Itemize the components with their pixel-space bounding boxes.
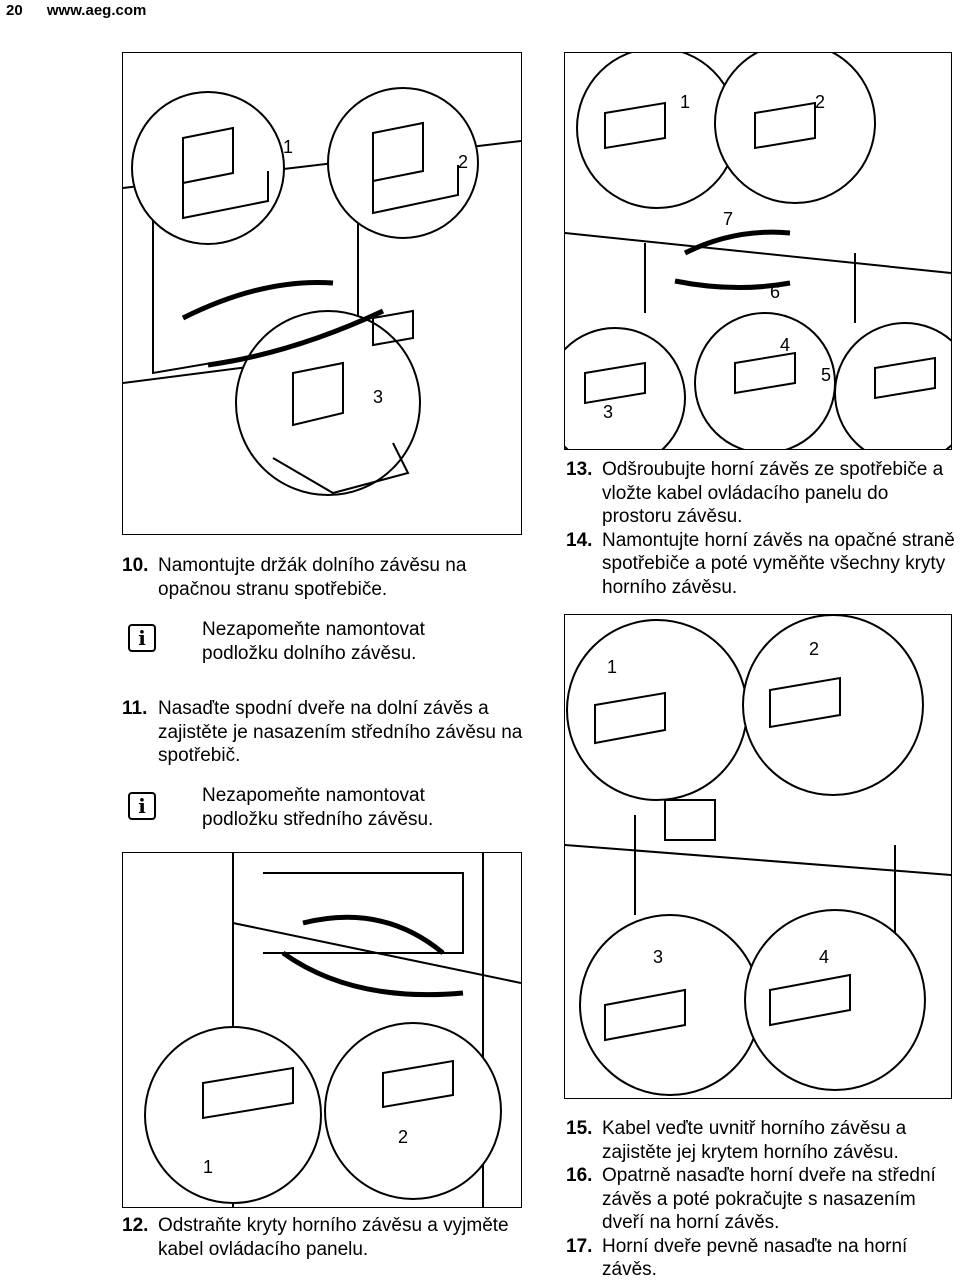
figure-middle-hinge: 1 2 <box>122 852 522 1208</box>
figure-lower-hinge: 1 2 3 <box>122 52 522 535</box>
step-number: 11. <box>122 698 148 719</box>
step-text: Opatrně nasaďte horní dveře na střední z… <box>602 1165 936 1233</box>
fig2-label: 2 <box>815 92 825 112</box>
fig3-label: 4 <box>819 947 829 967</box>
step-15: 15. Kabel veďte uvnitř horního závěsu a … <box>566 1117 958 1164</box>
steps-15-17: 15. Kabel veďte uvnitř horního závěsu a … <box>566 1117 958 1282</box>
step-11: 11. Nasaďte spodní dveře na dolní závěs … <box>122 697 532 768</box>
step-number: 10. <box>122 555 149 576</box>
note-1: Nezapomeňte namontovat podložku dolního … <box>202 619 425 664</box>
fig2-label: 7 <box>723 209 733 229</box>
fig1-label: 2 <box>458 152 468 172</box>
fig3-label: 2 <box>809 639 819 659</box>
page-number: 20 <box>6 2 23 19</box>
fig1-label: 3 <box>373 387 383 407</box>
step-text: Odšroubujte horní závěs ze spotřebiče a … <box>602 459 944 527</box>
step-number: 13. <box>566 459 593 480</box>
fig1-label: 1 <box>283 137 293 157</box>
fig2-label: 6 <box>770 282 780 302</box>
step-16: 16. Opatrně nasaďte horní dveře na střed… <box>566 1164 958 1235</box>
fig2-label: 1 <box>680 92 690 112</box>
fig2-label: 5 <box>821 365 831 385</box>
step-number: 15. <box>566 1118 593 1139</box>
step-17: 17. Horní dveře pevně nasaďte na horní z… <box>566 1235 958 1282</box>
figure-top-hinge-mounting: 1 2 3 4 <box>564 614 952 1099</box>
fig2-label: 4 <box>780 335 790 355</box>
note-2: Nezapomeňte namontovat podložku středníh… <box>202 785 434 830</box>
info-icon: i <box>128 624 156 652</box>
figure-top-hinge-removal: 1 2 7 6 4 3 5 <box>564 52 952 450</box>
step-text: Namontujte horní závěs na opačné straně … <box>602 529 955 598</box>
step-number: 17. <box>566 1235 593 1257</box>
step-text: Nasaďte spodní dveře na dolní závěs a za… <box>158 698 523 766</box>
website-link[interactable]: www.aeg.com <box>46 2 147 19</box>
fig4-label: 2 <box>398 1127 408 1147</box>
step-number: 14. <box>566 529 593 551</box>
step-12: 12. Odstraňte kryty horního závěsu a vyj… <box>122 1214 522 1261</box>
step-number: 16. <box>566 1165 593 1186</box>
page-header: 20 www.aeg.com <box>6 2 146 19</box>
step-14: 14. Namontujte horní závěs na opačné str… <box>566 529 958 600</box>
step-text: Namontujte držák dolního závěsu na opačn… <box>158 555 467 600</box>
info-icon: i <box>128 792 156 820</box>
fig3-label: 3 <box>653 947 663 967</box>
step-text: Horní dveře pevně nasaďte na horní závěs… <box>602 1235 908 1281</box>
step-number: 12. <box>122 1215 149 1236</box>
fig3-label: 1 <box>607 657 617 677</box>
steps-13-14: 13. Odšroubujte horní závěs ze spotřebič… <box>566 458 958 599</box>
step-text: Kabel veďte uvnitř horního závěsu a zaji… <box>602 1118 907 1163</box>
fig2-label: 3 <box>603 402 613 422</box>
step-13: 13. Odšroubujte horní závěs ze spotřebič… <box>566 458 958 529</box>
step-text: Odstraňte kryty horního závěsu a vyjměte… <box>158 1215 509 1260</box>
fig4-label: 1 <box>203 1157 213 1177</box>
step-10: 10. Namontujte držák dolního závěsu na o… <box>122 554 522 601</box>
